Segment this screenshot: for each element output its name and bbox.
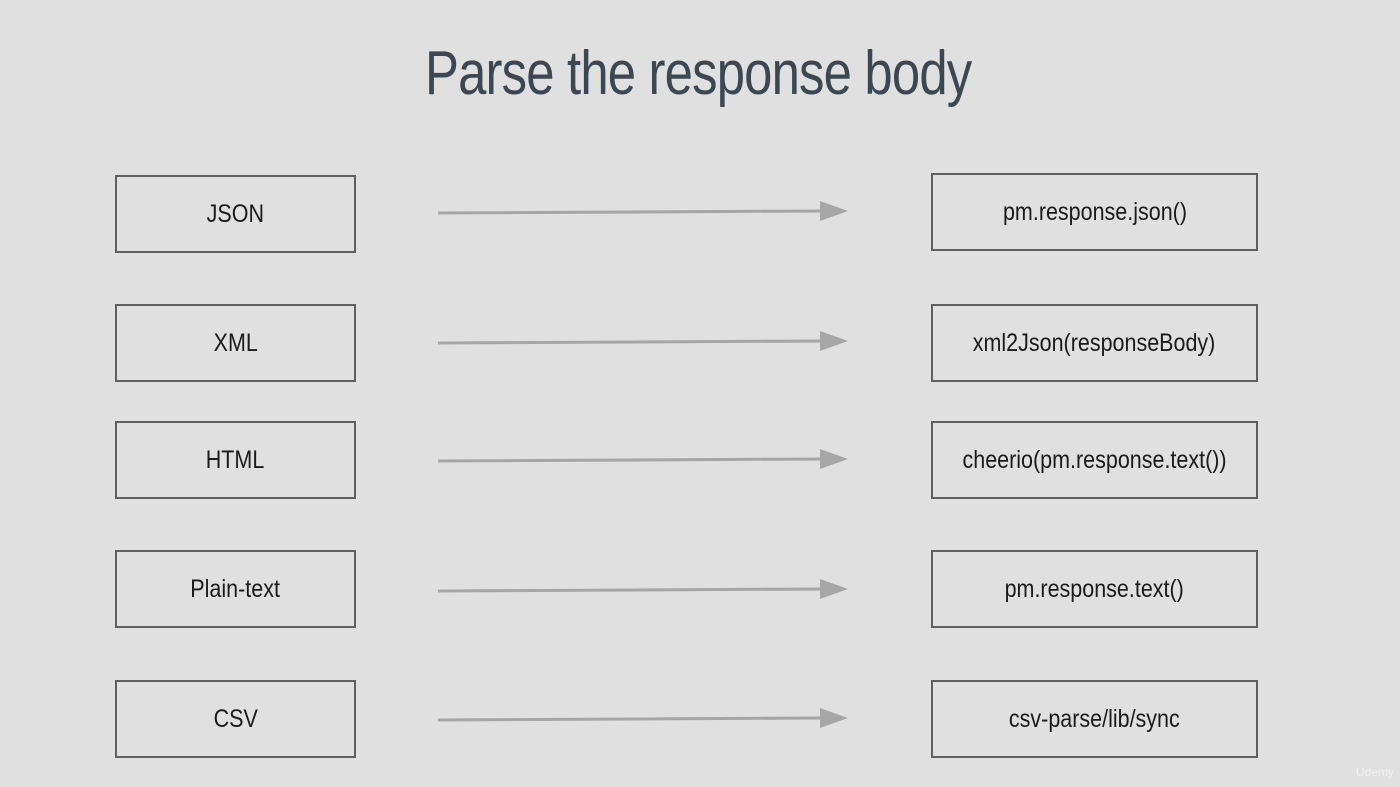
slide-title: Parse the response body bbox=[424, 39, 972, 108]
parse-method-box-json: pm.response.json() bbox=[931, 173, 1258, 251]
input-format-label: JSON bbox=[206, 199, 265, 228]
arrow-right-icon bbox=[438, 449, 848, 469]
arrow-right-icon bbox=[438, 201, 848, 221]
parse-method-label: pm.response.text() bbox=[1004, 574, 1185, 603]
arrow-right-icon bbox=[438, 708, 848, 728]
parse-method-label: cheerio(pm.response.text()) bbox=[962, 445, 1227, 474]
parse-method-box-html: cheerio(pm.response.text()) bbox=[931, 421, 1258, 499]
parse-method-label: pm.response.json() bbox=[1002, 197, 1187, 226]
input-format-box-csv: CSV bbox=[115, 680, 356, 758]
parse-method-label: csv-parse/lib/sync bbox=[1009, 704, 1180, 733]
parse-method-box-csv: csv-parse/lib/sync bbox=[931, 680, 1258, 758]
input-format-label: HTML bbox=[206, 445, 265, 474]
arrow-right-icon bbox=[438, 579, 848, 599]
udemy-watermark: Udemy bbox=[1355, 765, 1394, 779]
input-format-label: XML bbox=[213, 328, 258, 357]
arrow-right-icon bbox=[438, 331, 848, 351]
input-format-box-html: HTML bbox=[115, 421, 356, 499]
parse-method-label: xml2Json(responseBody) bbox=[973, 328, 1216, 357]
parse-method-box-xml: xml2Json(responseBody) bbox=[931, 304, 1258, 382]
input-format-box-xml: XML bbox=[115, 304, 356, 382]
input-format-label: CSV bbox=[213, 704, 258, 733]
input-format-box-json: JSON bbox=[115, 175, 356, 253]
input-format-label: Plain-text bbox=[190, 574, 281, 603]
parse-method-box-plain-text: pm.response.text() bbox=[931, 550, 1258, 628]
input-format-box-plain-text: Plain-text bbox=[115, 550, 356, 628]
